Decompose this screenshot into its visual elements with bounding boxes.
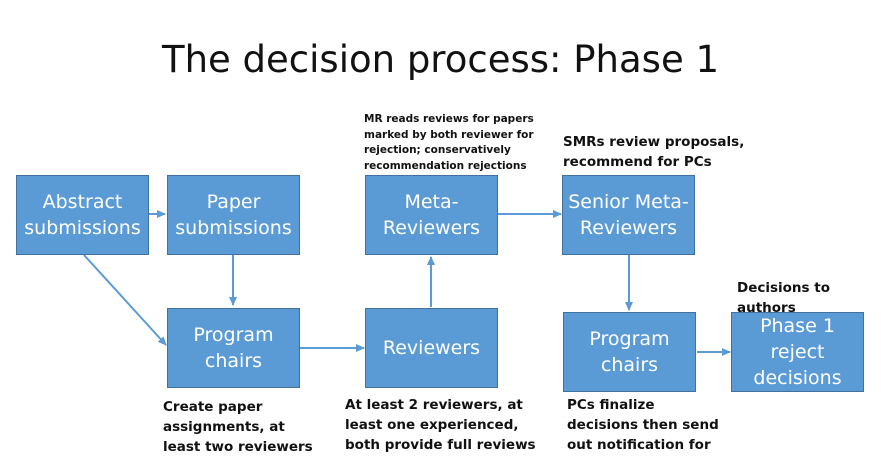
smrs-review-note: SMRs review proposals, recommend for PCs (563, 134, 745, 170)
at-least-2-note: At least 2 reviewers, at least one exper… (345, 397, 536, 453)
mr-reads-note: MR reads reviews for papers marked by bo… (364, 113, 534, 172)
paper-submissions-box: Paper submissions (167, 175, 300, 255)
program-chairs-right-box: Program chairs (563, 312, 696, 392)
page-title: The decision process: Phase 1 (161, 38, 720, 81)
phase1-reject-box: Phase 1 reject decisions (731, 312, 864, 392)
program-chairs-left-box: Program chairs (167, 308, 300, 388)
create-assignments-note: Create paper assignments, at least two r… (163, 399, 313, 455)
decisions-to-authors-note: Decisions to authors (737, 280, 831, 316)
pcs-finalize-note: PCs finalize decisions then send out not… (567, 397, 719, 453)
abstract-submissions-box: Abstract submissions (16, 175, 149, 255)
meta-reviewers-box: Meta- Reviewers (365, 175, 498, 255)
reviewers-box: Reviewers (365, 308, 498, 388)
flow-arrows (83, 210, 731, 356)
senior-meta-reviewers-box: Senior Meta- Reviewers (562, 175, 695, 255)
arrow-abstract-to-chairs (83, 254, 167, 346)
